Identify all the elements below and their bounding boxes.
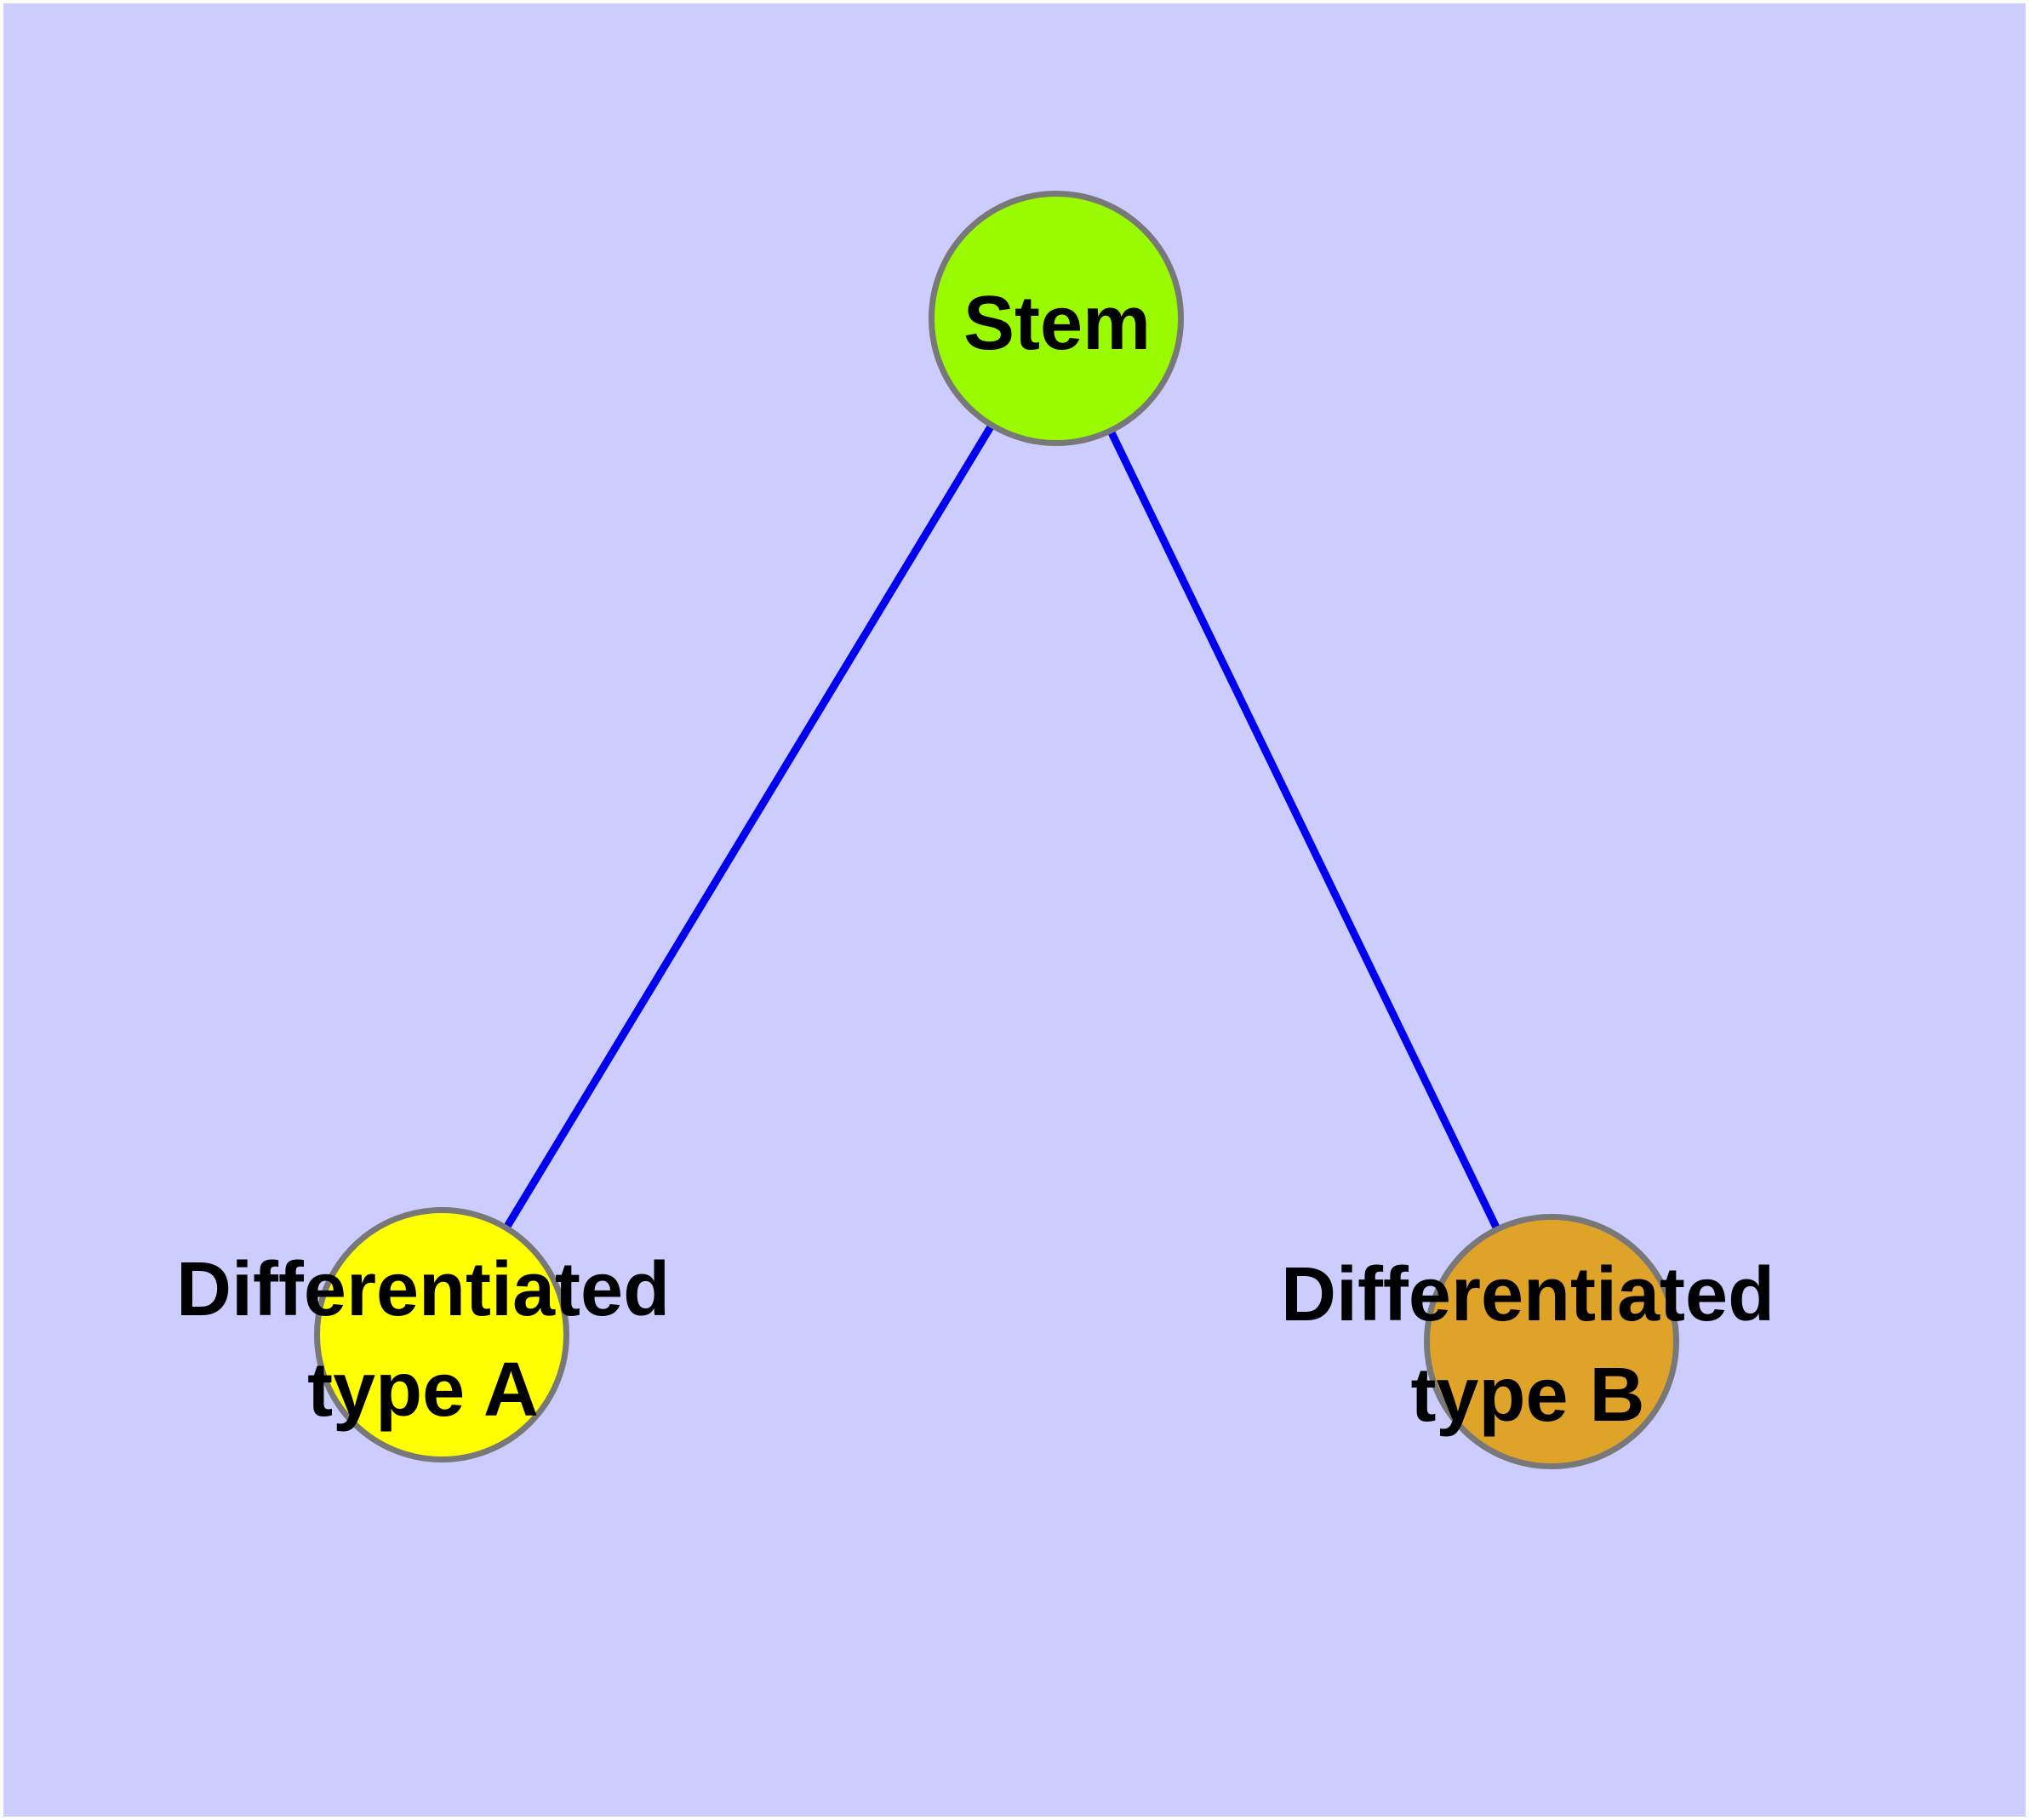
- node-differentiated-type-a-label: Differentiated type A: [175, 1247, 671, 1433]
- node-differentiated-type-b-label: Differentiated type B: [1280, 1252, 1775, 1438]
- node-stem: [929, 191, 1184, 446]
- node-stem-label: Stem: [963, 281, 1152, 366]
- node-differentiated-type-a: [314, 1207, 569, 1462]
- edge-stem-to-type-a: [438, 316, 1060, 1337]
- edge-stem-to-type-b: [1052, 317, 1556, 1343]
- edges-layer: [438, 316, 1556, 1343]
- node-differentiated-type-b: [1424, 1214, 1679, 1469]
